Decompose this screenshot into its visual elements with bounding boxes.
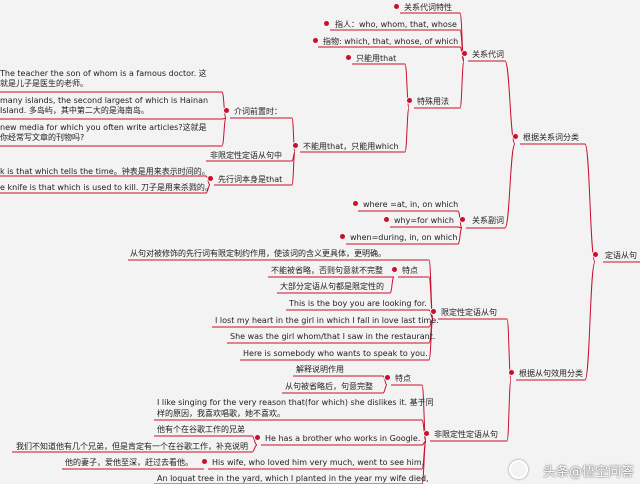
connector-line: [286, 309, 434, 320]
connector-line: [398, 276, 434, 320]
node-pronoun-props[interactable]: 关系代词特性: [404, 3, 452, 12]
connector-line: [468, 60, 516, 145]
node-dot[interactable]: [224, 108, 229, 113]
node-only-which[interactable]: 不能用that，只能用which: [303, 142, 399, 151]
node-dot[interactable]: [394, 4, 399, 9]
node-dot[interactable]: [208, 176, 213, 181]
connector-line: [516, 261, 596, 381]
node-why[interactable]: why=for which: [394, 216, 454, 225]
connector-line: [230, 117, 296, 153]
node-dot[interactable]: [202, 459, 207, 464]
example-that-knife: e knife is that which is used to kill. 刀…: [0, 183, 213, 192]
connector-line: [438, 318, 512, 381]
connector-line: [318, 46, 465, 62]
node-dot[interactable]: [392, 267, 397, 272]
node-refer-person[interactable]: 指人：who, whom, that, whose: [335, 20, 457, 29]
node-dot[interactable]: [407, 98, 412, 103]
node-dot[interactable]: [340, 234, 345, 239]
connector-line: [300, 107, 410, 153]
node-nonrestrictive-features[interactable]: 特点: [395, 374, 411, 383]
restrictive-example-4: Here is somebody who wants to speak to y…: [243, 349, 428, 358]
node-when[interactable]: when=during, in, on which: [350, 233, 458, 242]
node-antecedent-that[interactable]: 先行词本身是that: [218, 175, 283, 184]
restrictive-example-1: This is the boy you are looking for.: [289, 299, 427, 308]
node-dot[interactable]: [255, 435, 260, 440]
example-google: He has a brother who works in Google.: [265, 434, 421, 443]
connector-line: [214, 151, 296, 186]
watermark-icon: [509, 460, 528, 479]
connector-line: [0, 91, 227, 119]
example-wife-cn: 他的妻子，爱他至深，赶过去看他。: [65, 458, 193, 467]
node-after-prep[interactable]: 介词前置时：: [234, 107, 282, 116]
watermark: 头条@悟空问答: [542, 465, 634, 480]
node-dot[interactable]: [346, 55, 351, 60]
connector-line: [0, 117, 227, 120]
node-where[interactable]: where =at, in, on which: [363, 200, 459, 209]
connector-line: [282, 384, 388, 394]
connector-line: [154, 419, 427, 442]
node-nonrestrictive[interactable]: 非限定性定语从句: [434, 430, 498, 439]
restrictive-example-2: I lost my heart in the girl in which I f…: [215, 316, 439, 325]
root-node[interactable]: 定语从句: [605, 251, 637, 260]
restrictive-example-3: She was the girl whom/that I saw in the …: [230, 332, 436, 341]
nonrestrictive-feature-1: 解释说明作用: [296, 365, 344, 374]
connector-line: [346, 227, 463, 245]
connector-line: [277, 276, 395, 294]
node-dot[interactable]: [462, 51, 467, 56]
connector-line: [0, 184, 211, 194]
connector-line: [293, 375, 388, 386]
node-restrictive[interactable]: 限定性定语从句: [441, 308, 497, 317]
example-google-cn1: 他有个在谷歌工作的兄弟: [157, 425, 245, 434]
nonrestrictive-feature-2: 从句被省略后，句意完整: [285, 382, 373, 391]
connector-line: [240, 318, 434, 361]
connector-line: [430, 379, 512, 442]
node-dot[interactable]: [593, 252, 598, 257]
node-relative-pronoun[interactable]: 关系代词: [472, 50, 504, 59]
node-restrictive-features[interactable]: 特点: [402, 266, 418, 275]
node-relative-adverb[interactable]: 关系副词: [472, 216, 504, 225]
example-wife: His wife, who loved him very much, went …: [212, 458, 425, 467]
node-dot[interactable]: [424, 431, 429, 436]
node-by-relative[interactable]: 根据关系词分类: [523, 133, 579, 142]
connector-line: [12, 444, 258, 453]
restrictive-feature-2: 大部分定语从句都是限定性的: [280, 282, 384, 291]
node-only-that[interactable]: 只能用that: [356, 54, 397, 63]
node-dot[interactable]: [509, 370, 514, 375]
example-google-cn2: 我们不知道他有几个兄弟，但是肯定有一个在谷歌工作，补充说明: [16, 442, 248, 451]
node-nonrestrictive-clause[interactable]: 非限定性定语从句中: [210, 151, 282, 160]
example-islands: many islands, the second largest of whic…: [0, 96, 209, 115]
restrictive-feature-1: 不能被省略，否则句意就不完整: [271, 266, 383, 275]
example-whom: The teacher the son of whom is a famous …: [0, 69, 207, 88]
connector-line: [0, 117, 227, 147]
node-dot[interactable]: [313, 38, 318, 43]
node-dot[interactable]: [384, 217, 389, 222]
connector-line: [391, 384, 427, 442]
node-dot[interactable]: [460, 217, 465, 222]
connector-line: [0, 175, 211, 186]
node-dot[interactable]: [513, 134, 518, 139]
node-by-function[interactable]: 根据从句效用分类: [519, 369, 583, 378]
example-media: new media for which you often write arti…: [0, 123, 207, 142]
connector-line: [154, 435, 258, 446]
example-singing-2: 样的原因，我喜欢唱歌，她不喜欢。: [157, 409, 285, 418]
connector-line: [352, 63, 410, 109]
node-dot[interactable]: [293, 143, 298, 148]
restrictive-desc: 从句对被修饰的先行词有限定制约作用，使该词的含义更具体，更明确。: [130, 249, 386, 258]
node-dot[interactable]: [324, 21, 329, 26]
example-that-time: k is that which tells the time。钟表是用来表示时间…: [0, 167, 210, 176]
connector-line: [466, 143, 516, 229]
node-dot[interactable]: [385, 375, 390, 380]
node-special-usage[interactable]: 特殊用法: [417, 97, 449, 106]
connector-line: [390, 226, 463, 229]
example-loquat: An loquat tree in the yard, which I plan…: [157, 474, 429, 483]
connector-line: [358, 210, 463, 229]
node-dot[interactable]: [353, 201, 358, 206]
example-singing-1: I like singing for the very reason that(…: [157, 398, 434, 407]
node-dot[interactable]: [431, 309, 436, 314]
node-refer-thing[interactable]: 指物: which, that, whose, of which: [323, 37, 459, 46]
connector-line: [414, 60, 465, 109]
connector-line: [520, 143, 596, 263]
